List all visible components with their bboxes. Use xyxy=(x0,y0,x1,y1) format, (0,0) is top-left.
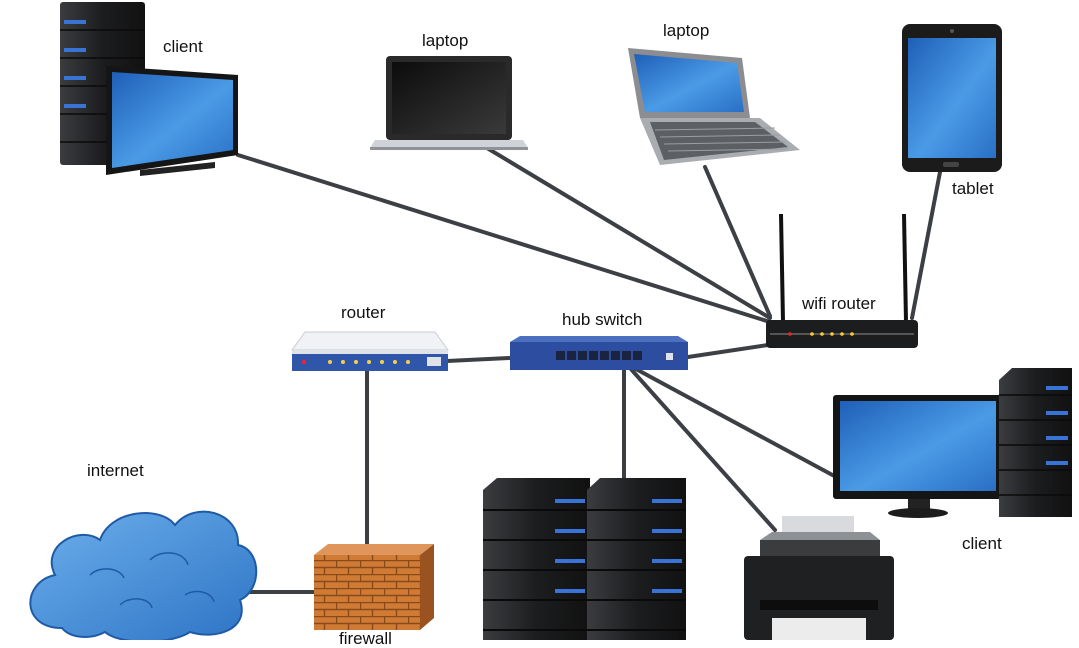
server-rack-icon xyxy=(483,478,686,640)
label-laptop-1: laptop xyxy=(422,31,469,50)
label-router: router xyxy=(341,303,386,322)
desktop-monitor xyxy=(106,66,238,176)
client-desktop-top xyxy=(60,2,238,176)
client-desktop-right xyxy=(833,368,1072,518)
cable-client-top xyxy=(236,153,772,324)
laptop-icon-2 xyxy=(628,48,800,165)
cable-wifi-switch xyxy=(686,343,770,359)
label-tablet: tablet xyxy=(952,179,994,198)
desktop-tower xyxy=(999,368,1072,517)
cloud-icon xyxy=(29,510,258,640)
laptop-icon-1 xyxy=(370,56,528,150)
server-left xyxy=(483,478,590,640)
label-laptop-2: laptop xyxy=(663,21,710,40)
printer-icon xyxy=(744,516,894,640)
label-client-right: client xyxy=(962,534,1002,553)
label-wifi-router: wifi router xyxy=(802,294,876,313)
cable-switch-printer xyxy=(628,366,777,532)
cable-router-switch xyxy=(445,356,512,363)
cable-laptop-1 xyxy=(485,146,772,320)
cable-laptop-2 xyxy=(703,165,772,318)
label-firewall: firewall xyxy=(339,629,392,648)
server-right xyxy=(587,478,686,640)
wifi-router-icon xyxy=(766,213,918,348)
tablet-icon xyxy=(902,24,1002,172)
firewall-icon xyxy=(314,544,434,630)
cable-switch-client xyxy=(632,366,840,480)
label-hub-switch: hub switch xyxy=(562,310,643,329)
network-switch-icon xyxy=(510,336,688,370)
router-icon xyxy=(291,331,449,371)
label-internet: internet xyxy=(87,461,144,480)
cables xyxy=(236,146,942,594)
label-client-top: client xyxy=(163,37,203,56)
desktop-monitor xyxy=(833,395,1003,518)
cable-tablet xyxy=(910,170,942,320)
